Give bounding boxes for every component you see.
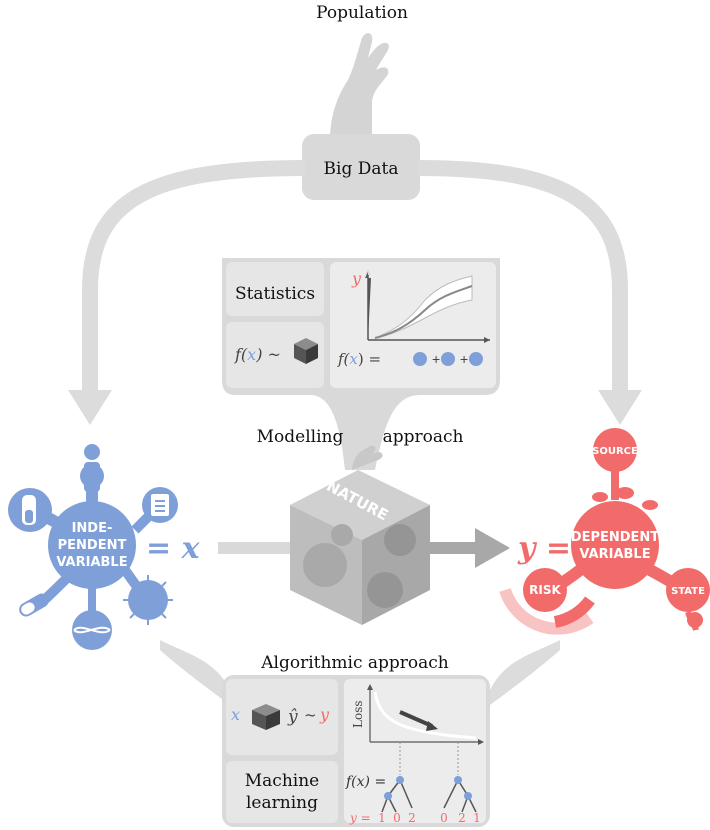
gear-icon (413, 352, 427, 366)
ml-yhat: ŷ (287, 707, 298, 727)
animal-icons (592, 487, 658, 510)
stat-axis-y-label: y (351, 269, 362, 288)
loss-direction-arrow (399, 710, 433, 728)
svg-text:f(x) ~: f(x) ~ (234, 345, 281, 364)
arrow-head-nature-to-y (475, 528, 510, 568)
independent-equation: = x (146, 531, 201, 566)
arrow-head-left (68, 390, 112, 425)
algorithmic-approach-label: Algorithmic approach (260, 653, 449, 673)
box-icon (294, 338, 318, 364)
fitted-curve (374, 285, 473, 339)
source-label: SOURCE (592, 446, 638, 457)
leaf-value: 2 (458, 811, 466, 825)
modelling-label: Modelling (257, 427, 344, 447)
gear-icon-2 (441, 352, 455, 366)
ml-tilde: ~ (304, 706, 317, 724)
dependent-variable-blob (523, 428, 710, 631)
svg-text:VARIABLE: VARIABLE (579, 547, 650, 562)
population-label: Population (316, 3, 408, 23)
virus-icon (123, 575, 173, 625)
leaf-value: 2 (408, 811, 416, 825)
state-label: STATE (671, 586, 705, 597)
test-tube-icon (22, 495, 36, 525)
loss-curve (373, 691, 477, 740)
ml-black-box-icon (252, 704, 280, 730)
leaf-value: 0 (440, 811, 448, 825)
ml-y: y (319, 705, 330, 724)
decision-tree-1 (381, 776, 413, 813)
risk-gauge (499, 587, 594, 635)
population-hand-icon (330, 33, 389, 140)
gear-icon-3 (469, 352, 483, 366)
svg-text:PENDENT: PENDENT (58, 538, 127, 553)
loss-chart: Loss (351, 684, 484, 775)
leaf-value: 1 (473, 811, 481, 825)
svg-text:INDE-: INDE- (72, 521, 113, 536)
dependent-equation: y = (517, 531, 571, 566)
risk-label: RISK (529, 583, 561, 597)
person-icon (84, 444, 100, 508)
approach-label: approach (383, 427, 464, 447)
decision-tree-2 (443, 776, 477, 813)
svg-text:DEPENDENT: DEPENDENT (571, 530, 660, 545)
machine-learning-panel (222, 675, 490, 827)
stat-formula-left: f(x) ~ (234, 345, 281, 364)
arrow-to-independent (82, 160, 306, 400)
stat-formula-right: f(x) = + + (337, 350, 483, 368)
pill-icon (19, 593, 49, 617)
independent-label: INDE- PENDENT VARIABLE (56, 521, 127, 570)
statistics-chart: y (351, 269, 490, 343)
machine-label-1: Machine (245, 771, 319, 791)
big-data-box (302, 134, 420, 200)
nature-hand-icon (352, 445, 383, 470)
dependent-label: DEPENDENT VARIABLE (571, 530, 660, 562)
leaf-values: 1 0 2 0 2 1 (378, 811, 481, 825)
svg-text:f(x) =: f(x) = (337, 350, 381, 368)
leaf-value: 0 (393, 811, 401, 825)
svg-text:+: + (432, 351, 440, 367)
big-data-label: Big Data (324, 159, 399, 179)
leaf-value: 1 (378, 811, 386, 825)
machine-label-2: learning (246, 793, 318, 813)
dna-gear-icon (303, 543, 347, 587)
arrow-head-right (598, 390, 642, 425)
document-gear-icon (384, 524, 416, 556)
tube-gear-icon (367, 572, 403, 608)
svg-text:+: + (460, 351, 468, 367)
dna-icon (73, 626, 111, 634)
ml-x: x (231, 705, 240, 724)
clipboard-icon (151, 494, 169, 516)
confidence-band (374, 275, 473, 339)
ml-y-eq: y = (349, 811, 371, 825)
right-hand-icon (470, 640, 560, 705)
statistics-label: Statistics (235, 284, 315, 304)
arrow-to-dependent (417, 160, 628, 400)
risk-gauge-fill (553, 596, 595, 628)
ml-fx: f(x) = (345, 774, 386, 790)
nature-cube: NATURE (290, 470, 430, 625)
svg-text:VARIABLE: VARIABLE (56, 555, 127, 570)
gear-icon-small (331, 524, 353, 546)
loss-axis-label: Loss (351, 700, 365, 728)
